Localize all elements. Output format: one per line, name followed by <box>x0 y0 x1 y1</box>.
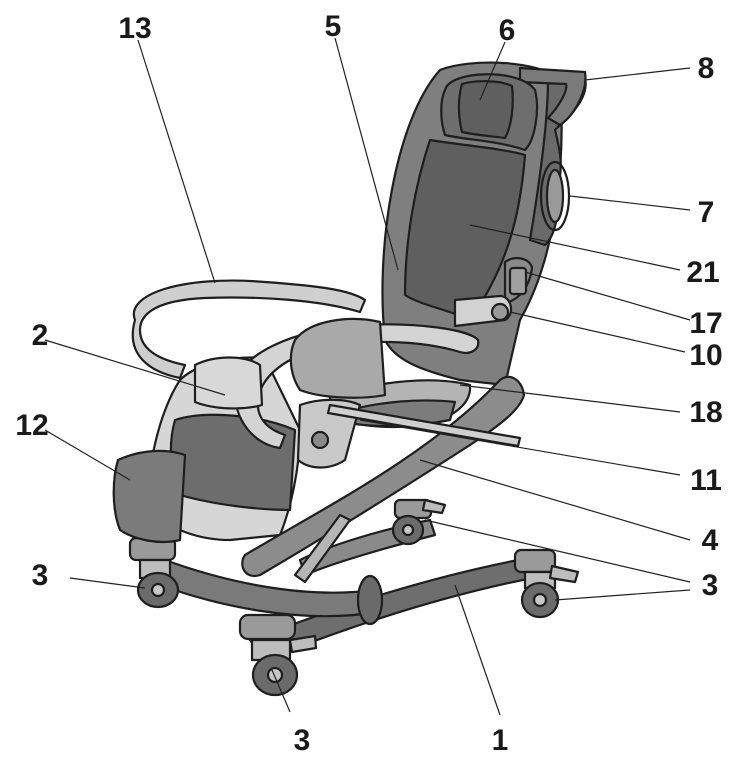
caster-front-left <box>130 538 178 607</box>
callout-13: 13 <box>118 12 151 45</box>
callout-8: 8 <box>698 52 715 85</box>
callout-10: 10 <box>689 339 722 372</box>
callout-1: 1 <box>492 724 509 757</box>
callout-12: 12 <box>15 409 48 442</box>
callout-18: 18 <box>689 396 722 429</box>
callout-11: 11 <box>690 464 722 497</box>
callout-21: 21 <box>686 256 719 289</box>
callout-5: 5 <box>325 10 342 43</box>
base-frame <box>160 520 548 660</box>
caster-rear-right <box>515 550 578 617</box>
callout-7: 7 <box>698 196 715 229</box>
callout-4: 4 <box>702 524 719 557</box>
callout-3-bottom: 3 <box>294 724 311 757</box>
callout-6: 6 <box>499 14 516 47</box>
callout-17: 17 <box>689 307 722 340</box>
callout-3-right: 3 <box>702 569 719 602</box>
callout-3-left: 3 <box>32 559 49 592</box>
caster-rear-center <box>393 500 445 544</box>
callout-2: 2 <box>32 319 49 352</box>
